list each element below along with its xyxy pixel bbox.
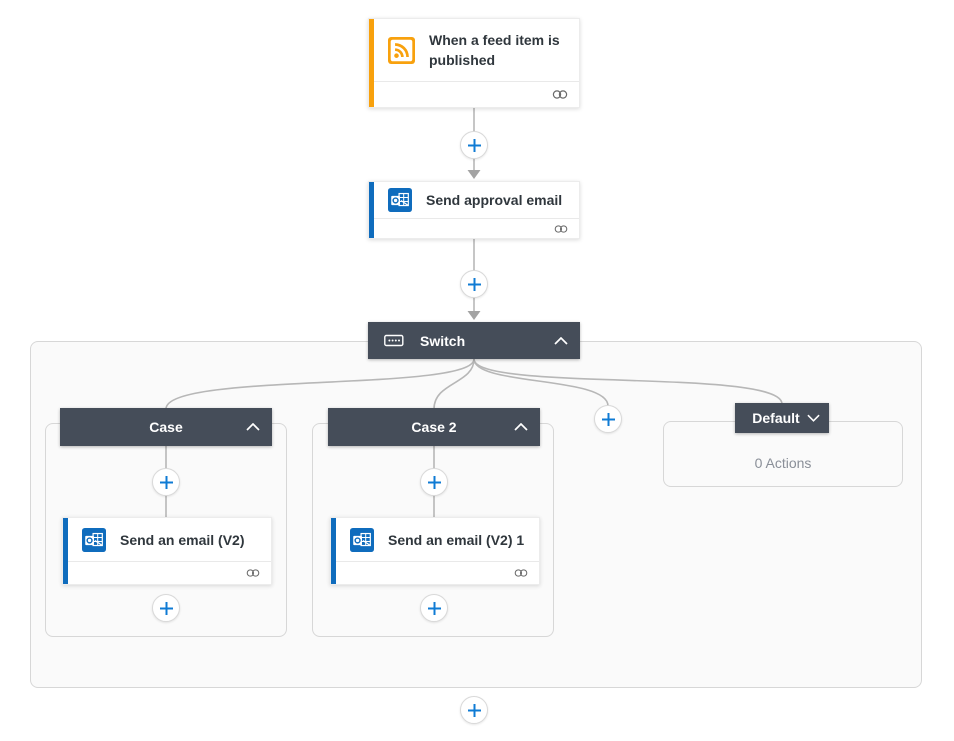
default-actions-count: 0 Actions — [754, 455, 812, 471]
case-1-insert-action-bottom[interactable] — [152, 594, 180, 622]
collapse-chevron-up-icon[interactable] — [514, 423, 528, 431]
collapse-chevron-up-icon[interactable] — [246, 423, 260, 431]
action-accent-bar — [63, 518, 68, 584]
default-branch-label: Default — [752, 410, 800, 426]
insert-step-button-1[interactable] — [460, 131, 488, 159]
case-1-action-card[interactable]: Send an email (V2) — [62, 517, 272, 585]
insert-step-button-2[interactable] — [460, 270, 488, 298]
case-2-action-title: Send an email (V2) 1 — [388, 531, 525, 548]
connection-link-icon[interactable] — [514, 568, 528, 578]
approval-card-title: Send approval email — [426, 192, 563, 208]
trigger-title: When a feed item is published — [429, 32, 560, 68]
case-1-action-title: Send an email (V2) — [120, 531, 245, 548]
trigger-accent-bar — [369, 19, 374, 107]
outlook-icon — [388, 188, 412, 212]
trigger-card[interactable]: When a feed item is published — [368, 18, 580, 108]
rss-icon — [388, 36, 415, 64]
outlook-icon — [350, 527, 374, 552]
connection-link-icon[interactable] — [246, 568, 260, 578]
expand-chevron-down-icon[interactable] — [807, 414, 820, 422]
switch-icon — [384, 334, 404, 347]
send-approval-email-card[interactable]: Send approval email — [368, 181, 580, 239]
connection-link-icon[interactable] — [552, 89, 568, 100]
case-2-action-card[interactable]: Send an email (V2) 1 — [330, 517, 540, 585]
case-2-header[interactable]: Case 2 — [328, 408, 540, 446]
switch-title: Switch — [420, 332, 466, 349]
case-2-insert-action-bottom[interactable] — [420, 594, 448, 622]
outlook-icon — [82, 527, 106, 552]
case-1-header[interactable]: Case — [60, 408, 272, 446]
action-accent-bar — [331, 518, 336, 584]
new-step-button[interactable] — [460, 696, 488, 724]
collapse-chevron-up-icon[interactable] — [554, 336, 568, 345]
case-1-label: Case — [149, 419, 183, 435]
switch-header[interactable]: Switch — [368, 322, 580, 359]
connection-link-icon[interactable] — [554, 224, 568, 234]
case-2-insert-action-top[interactable] — [420, 468, 448, 496]
case-2-label: Case 2 — [411, 419, 457, 435]
default-branch-header[interactable]: Default — [735, 403, 829, 433]
case-1-insert-action-top[interactable] — [152, 468, 180, 496]
arrowhead-to-switch — [467, 311, 481, 320]
action-accent-bar — [369, 182, 374, 238]
add-case-button[interactable] — [594, 405, 622, 433]
arrowhead-to-approval — [467, 170, 481, 179]
